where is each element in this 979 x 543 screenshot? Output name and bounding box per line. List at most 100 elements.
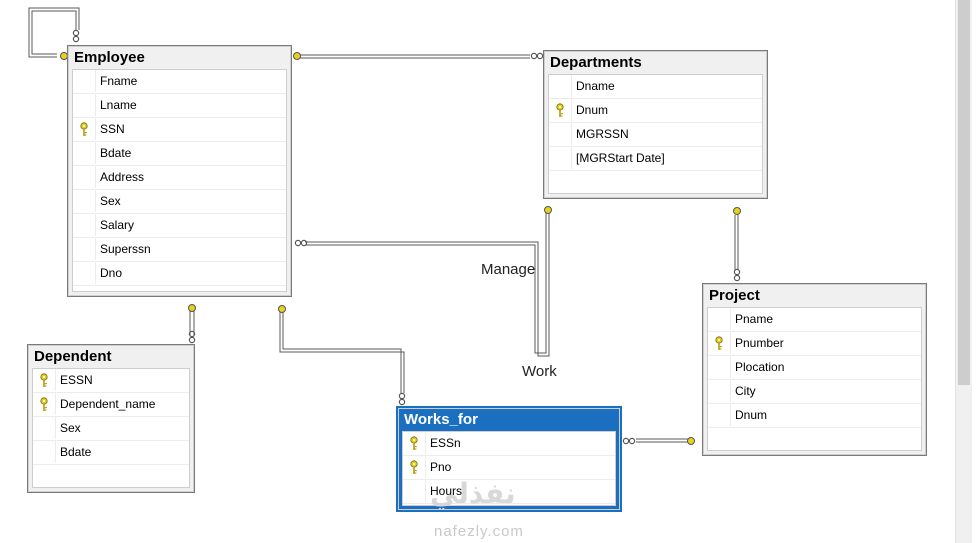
column-row[interactable]: [MGRStart Date] <box>549 147 762 171</box>
row-selector[interactable] <box>549 123 572 145</box>
column-row[interactable]: Pname <box>708 308 921 332</box>
column-name: Pnumber <box>735 336 784 350</box>
row-selector[interactable] <box>708 380 731 402</box>
column-row[interactable]: Superssn <box>73 238 286 262</box>
row-selector[interactable] <box>403 456 426 478</box>
column-row[interactable]: Sex <box>73 190 286 214</box>
row-selector[interactable] <box>708 308 731 330</box>
column-row[interactable]: Fname <box>73 70 286 94</box>
row-selector[interactable] <box>403 432 426 454</box>
column-row[interactable]: MGRSSN <box>549 123 762 147</box>
scrollbar-thumb[interactable] <box>958 0 970 385</box>
column-row[interactable]: Dno <box>73 262 286 286</box>
row-selector[interactable] <box>73 142 96 164</box>
primary-key-icon <box>715 336 723 351</box>
work-label[interactable]: Work <box>522 363 557 380</box>
column-name: Hours <box>430 484 463 498</box>
column-name: Superssn <box>100 242 151 256</box>
row-selector[interactable] <box>549 99 572 121</box>
column-row[interactable]: ESSn <box>403 432 615 456</box>
column-name: Lname <box>100 98 137 112</box>
column-name: City <box>735 384 756 398</box>
manage-label[interactable]: Manage <box>481 261 536 278</box>
column-row[interactable]: Pno <box>403 456 615 480</box>
dependent-table-title: Dependent <box>34 348 112 365</box>
column-name: Bdate <box>100 146 132 160</box>
column-name: Address <box>100 170 145 184</box>
primary-key-icon <box>556 103 564 118</box>
column-row[interactable]: City <box>708 380 921 404</box>
row-selector[interactable] <box>549 147 572 169</box>
column-row[interactable]: Sex <box>33 417 189 441</box>
column-name: ESSn <box>430 436 461 450</box>
row-selector[interactable] <box>33 417 56 439</box>
primary-key-icon <box>40 397 48 412</box>
column-row[interactable]: Address <box>73 166 286 190</box>
column-name: Bdate <box>60 445 92 459</box>
row-selector[interactable] <box>708 404 731 426</box>
column-name: Sex <box>60 421 81 435</box>
column-row[interactable]: Dnum <box>708 404 921 428</box>
column-row[interactable]: Bdate <box>33 441 189 465</box>
column-row[interactable]: Dependent_name <box>33 393 189 417</box>
row-selector[interactable] <box>549 75 572 97</box>
column-row[interactable]: Hours <box>403 480 615 504</box>
watermark-text: nafezly.com <box>434 523 524 540</box>
column-name: ESSN <box>60 373 93 387</box>
row-selector[interactable] <box>33 441 56 463</box>
primary-key-icon <box>410 436 418 451</box>
column-row[interactable]: Dname <box>549 75 762 99</box>
column-row[interactable]: SSN <box>73 118 286 142</box>
row-selector[interactable] <box>73 262 96 284</box>
primary-key-icon <box>80 122 88 137</box>
column-name: Dependent_name <box>60 397 156 411</box>
column-row[interactable]: ESSN <box>33 369 189 393</box>
project-table-title: Project <box>709 287 760 304</box>
row-selector[interactable] <box>73 70 96 92</box>
row-selector[interactable] <box>403 480 426 502</box>
column-row[interactable]: Salary <box>73 214 286 238</box>
row-selector[interactable] <box>33 393 56 415</box>
row-selector[interactable] <box>73 94 96 116</box>
column-name: Pname <box>735 312 774 326</box>
column-name: Salary <box>100 218 135 232</box>
row-selector[interactable] <box>73 166 96 188</box>
column-name: Pno <box>430 460 452 474</box>
row-selector[interactable] <box>73 118 96 140</box>
employee-worksfor-line <box>279 312 405 393</box>
watermark-logo: نفذلي <box>430 477 516 510</box>
column-row[interactable]: Lname <box>73 94 286 118</box>
column-name: Dnum <box>735 408 768 422</box>
column-name: MGRSSN <box>576 127 629 141</box>
column-row[interactable]: Pnumber <box>708 332 921 356</box>
column-row[interactable]: Bdate <box>73 142 286 166</box>
row-selector[interactable] <box>33 369 56 391</box>
column-name: Fname <box>100 74 138 88</box>
self-relationship-line <box>28 7 80 58</box>
row-selector[interactable] <box>708 356 731 378</box>
works-for-table-title: Works_for <box>404 411 478 428</box>
row-selector[interactable] <box>73 238 96 260</box>
column-row[interactable]: Plocation <box>708 356 921 380</box>
row-selector[interactable] <box>708 332 731 354</box>
column-name: Plocation <box>735 360 785 374</box>
row-selector[interactable] <box>73 190 96 212</box>
primary-key-icon <box>40 373 48 388</box>
departments-table-title: Departments <box>550 54 642 71</box>
column-row[interactable]: Dnum <box>549 99 762 123</box>
column-name: SSN <box>100 122 125 136</box>
vertical-scrollbar[interactable] <box>955 0 972 543</box>
row-selector[interactable] <box>73 214 96 236</box>
column-name: Dnum <box>576 103 609 117</box>
